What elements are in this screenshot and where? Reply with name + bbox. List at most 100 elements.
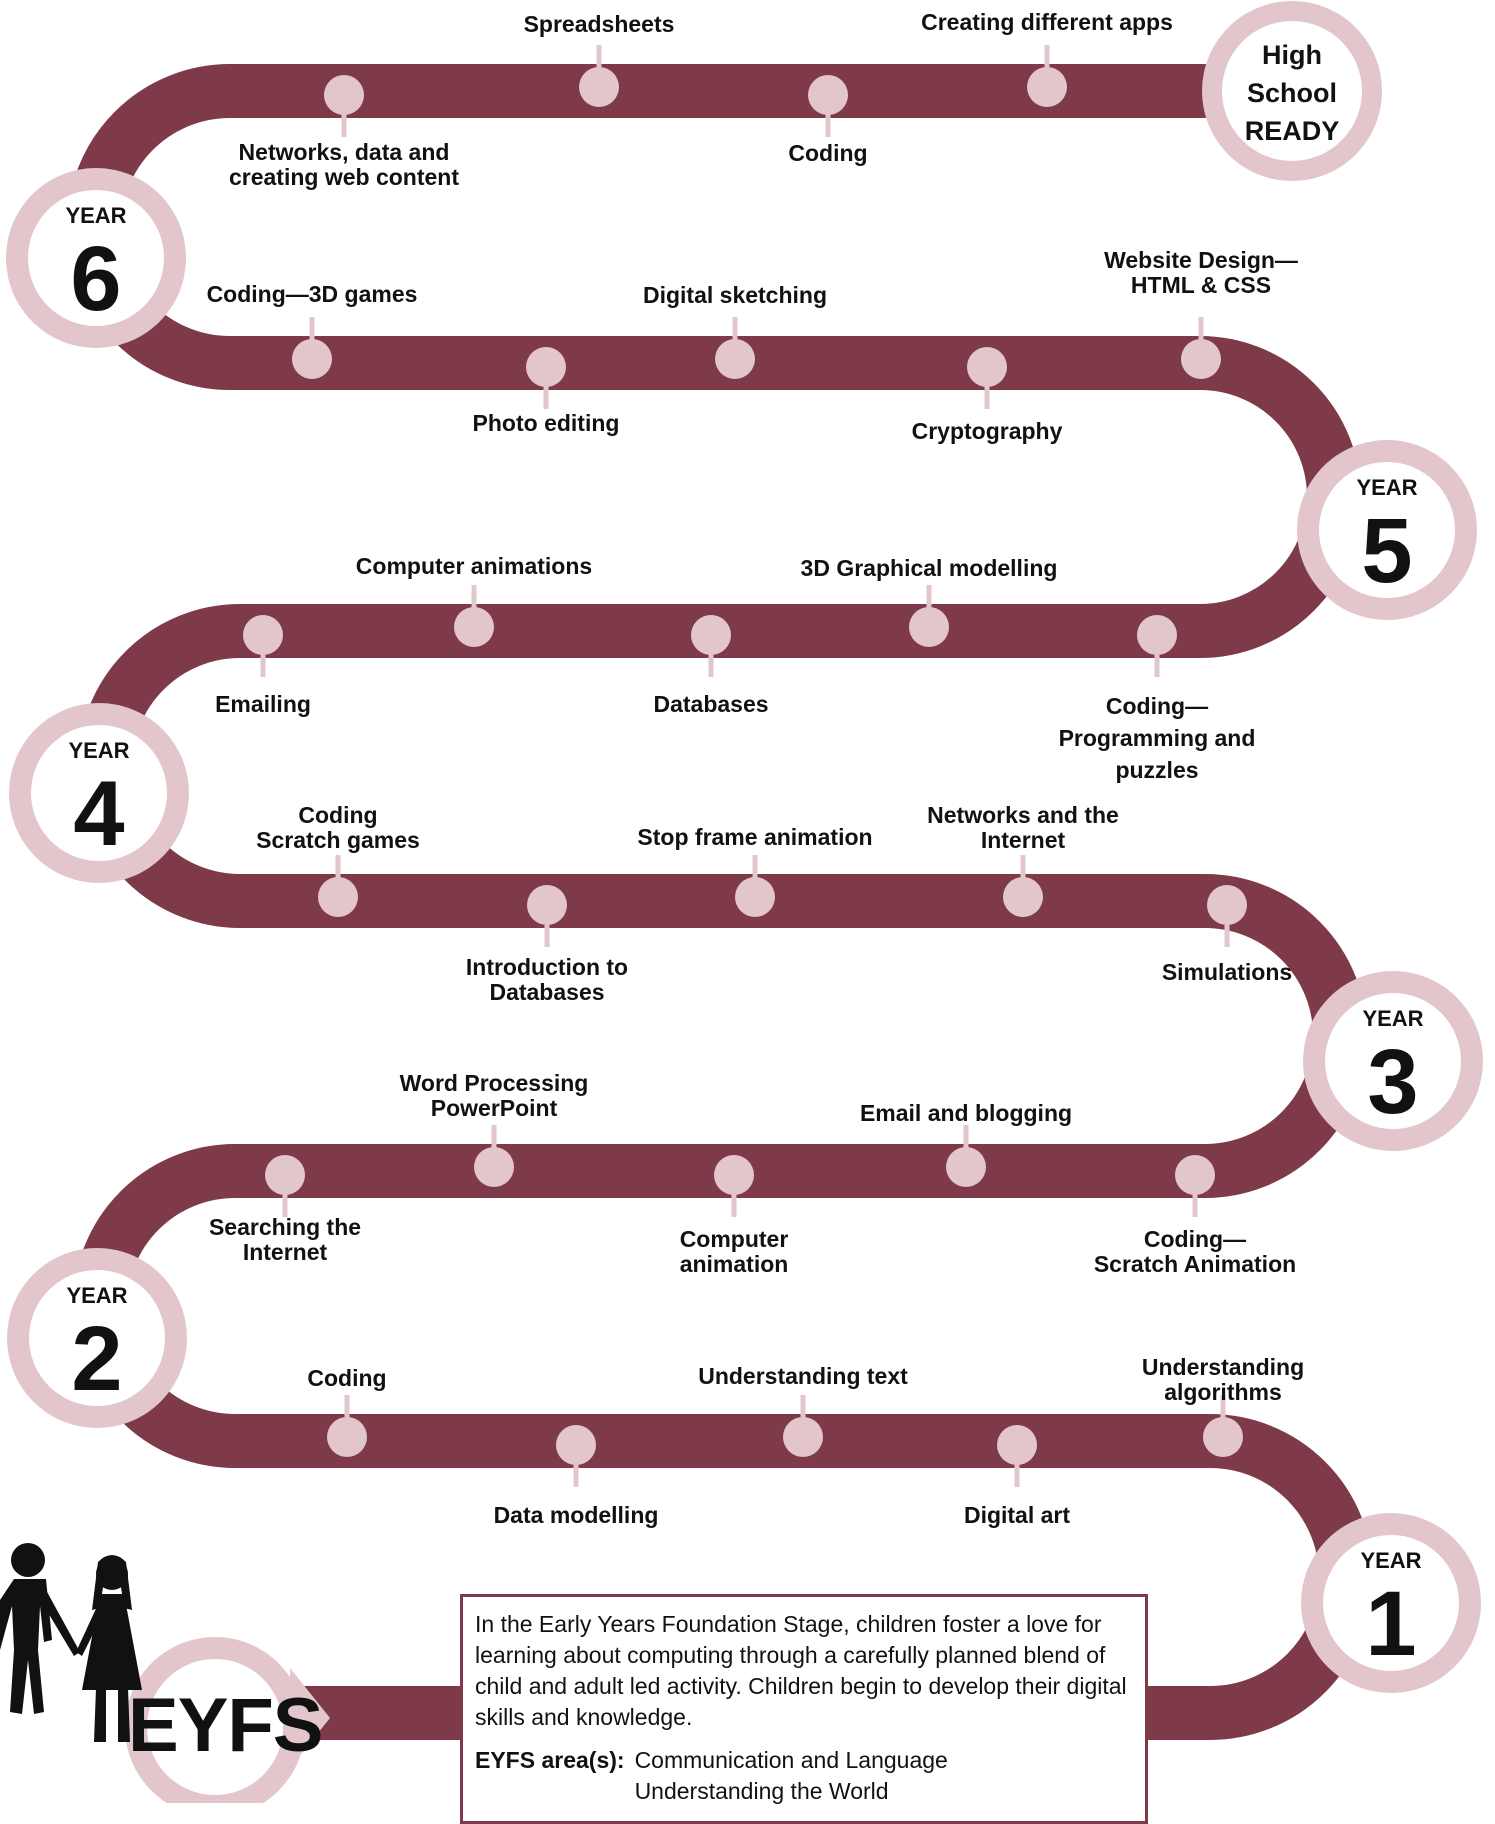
stop-label: Photo editing bbox=[472, 410, 620, 436]
stop-label: Cryptography bbox=[911, 418, 1063, 444]
year-number: 2 bbox=[71, 1308, 122, 1410]
stop-label: Coding—Scratch Animation bbox=[1093, 1226, 1297, 1277]
stop-dot bbox=[909, 607, 949, 647]
stop-dot bbox=[327, 1417, 367, 1457]
badge-inner bbox=[29, 1270, 165, 1406]
badge-inner bbox=[28, 190, 164, 326]
end-line-2: School bbox=[1246, 78, 1337, 108]
stop-dot bbox=[292, 339, 332, 379]
year-number: 1 bbox=[1365, 1573, 1416, 1675]
stop-dot bbox=[474, 1147, 514, 1187]
stop-dot bbox=[691, 615, 731, 655]
eyfs-area-item: Understanding the World bbox=[634, 1778, 889, 1804]
stop-label: Spreadsheets bbox=[523, 11, 675, 37]
stop-dot bbox=[526, 347, 566, 387]
stop-label: Understanding text bbox=[698, 1363, 908, 1389]
children-silhouette bbox=[0, 1543, 142, 1742]
stop-dot bbox=[783, 1417, 823, 1457]
stop-label: Website Design—HTML & CSS bbox=[1104, 247, 1298, 298]
stop-label: Emailing bbox=[215, 691, 311, 717]
badge-inner bbox=[1325, 993, 1461, 1129]
stop-dot bbox=[997, 1425, 1037, 1465]
road-line bbox=[67, 64, 1373, 1740]
eyfs-info-box: In the Early Years Foundation Stage, chi… bbox=[460, 1594, 1148, 1824]
year-word: YEAR bbox=[68, 738, 129, 763]
stop-label: Coding bbox=[307, 1365, 387, 1391]
stop-label: 3D Graphical modelling bbox=[800, 555, 1058, 581]
high-school-ready-text: High School READY bbox=[1223, 36, 1361, 150]
year-word: YEAR bbox=[65, 203, 126, 228]
stop-dot bbox=[808, 75, 848, 115]
badge-pointer bbox=[290, 1668, 330, 1768]
stop-dot bbox=[1207, 885, 1247, 925]
eyfs-area-item: Communication and Language bbox=[634, 1747, 948, 1773]
stop-dot bbox=[715, 339, 755, 379]
stop-label: Computer animations bbox=[355, 553, 593, 579]
stop-label: Coding bbox=[788, 140, 868, 166]
badge-inner bbox=[147, 1659, 283, 1795]
stop-dot bbox=[1137, 615, 1177, 655]
stop-label: Creating different apps bbox=[921, 9, 1173, 35]
stop-label: Data modelling bbox=[493, 1502, 659, 1528]
stop-dot bbox=[946, 1147, 986, 1187]
stop-label: Stop frame animation bbox=[637, 824, 873, 850]
eyfs-badge bbox=[125, 1637, 330, 1803]
year-word: YEAR bbox=[1356, 475, 1417, 500]
stop-label: Email and blogging bbox=[859, 1100, 1073, 1126]
high-school-badge bbox=[1202, 1, 1382, 181]
stop-label: Simulations bbox=[1161, 959, 1293, 985]
stop-label: Databases bbox=[653, 691, 769, 717]
end-line-1: High bbox=[1262, 40, 1322, 70]
year-number: 3 bbox=[1367, 1031, 1418, 1133]
stop-dot bbox=[967, 347, 1007, 387]
stop-label: Digital art bbox=[963, 1502, 1071, 1528]
stop-dot bbox=[318, 877, 358, 917]
stop-dot bbox=[265, 1155, 305, 1195]
eyfs-areas: EYFS area(s): Communication and Language… bbox=[475, 1745, 1133, 1807]
badge-inner bbox=[1222, 21, 1362, 161]
eyfs-areas-label: EYFS area(s): bbox=[475, 1747, 625, 1773]
stop-dot bbox=[1003, 877, 1043, 917]
end-line-3: READY bbox=[1244, 116, 1340, 146]
badge-inner bbox=[1319, 462, 1455, 598]
stop-label: Digital sketching bbox=[642, 282, 828, 308]
stop-label: Coding—3D games bbox=[206, 281, 418, 307]
stop-dot bbox=[556, 1425, 596, 1465]
stop-dot bbox=[527, 885, 567, 925]
stop-dot bbox=[1175, 1155, 1215, 1195]
stop-dot bbox=[324, 75, 364, 115]
year-word: YEAR bbox=[1362, 1006, 1423, 1031]
stop-dot bbox=[243, 615, 283, 655]
badge-inner bbox=[1323, 1535, 1459, 1671]
year-number: 5 bbox=[1361, 500, 1412, 602]
stop-dot bbox=[579, 67, 619, 107]
year-word: YEAR bbox=[1360, 1548, 1421, 1573]
year-word: YEAR bbox=[66, 1283, 127, 1308]
badge-inner bbox=[31, 725, 167, 861]
eyfs-areas-list: Communication and Language Understanding… bbox=[635, 1745, 948, 1807]
stop-dot bbox=[1027, 67, 1067, 107]
eyfs-title: EYFS bbox=[128, 1683, 323, 1768]
stop-dot bbox=[735, 877, 775, 917]
eyfs-description: In the Early Years Foundation Stage, chi… bbox=[475, 1611, 1127, 1730]
year-number: 6 bbox=[70, 228, 121, 330]
stop-dot bbox=[714, 1155, 754, 1195]
stop-dot bbox=[1181, 339, 1221, 379]
